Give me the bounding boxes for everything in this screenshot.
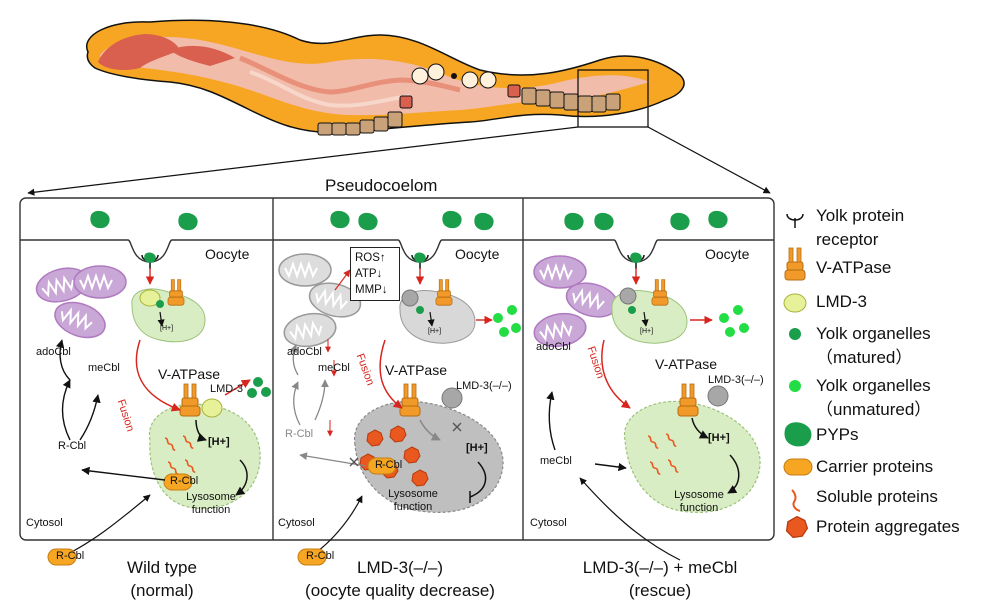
hplus-small-label-2: [H+] (428, 328, 442, 335)
hplus-label-1: [H+] (208, 436, 230, 448)
yolk-receptor-icon (786, 213, 804, 229)
carrier-r-1: R (170, 475, 178, 487)
soluble-protein-icon (791, 489, 801, 512)
lysosome-label-1: Lysosome function (186, 491, 236, 516)
oocyte-label-3: Oocyte (705, 246, 750, 262)
cytosol-label-1: Cytosol (26, 517, 63, 529)
panel-subtitle-3: (rescue) (628, 581, 692, 600)
adocbl-label-3: adoCbl (536, 341, 571, 353)
lmd3-label-2: LMD-3(–/–) (456, 380, 512, 392)
panel-subtitle-1: (normal) (130, 581, 194, 600)
v-atpase-icon (784, 247, 806, 281)
legend-label-soluble: Soluble proteins (816, 487, 938, 506)
panel-wild-type (31, 252, 271, 566)
legend-icons (783, 213, 813, 539)
stress-mmp: MMP↓ (355, 284, 388, 296)
cytosol-label-2: Cytosol (278, 517, 315, 529)
panel-subtitle-2: (oocyte quality decrease) (305, 581, 495, 600)
adocbl-label-1: adoCbl (36, 346, 71, 358)
legend-label-yolk-unmatured: Yolk organelles（unmatured） (816, 376, 932, 419)
carrier-protein-icon (783, 458, 813, 476)
legend-label-yolk-matured: Yolk organelles（matured） (816, 324, 931, 367)
rcbl-label-1: R-Cbl (58, 440, 87, 452)
vatpase-label-3: V-ATPase (655, 356, 717, 372)
carrier-r-out-1: R (56, 550, 64, 562)
carrier-cbl-out-2: -Cbl (314, 550, 335, 562)
block-marks (349, 422, 462, 467)
legend-label-vatpase: V-ATPase (816, 258, 892, 277)
hplus-small-label-1: [H+] (160, 325, 174, 332)
adocbl-label-2: adoCbl (287, 346, 322, 358)
vatpase-label-1: V-ATPase (158, 366, 220, 382)
lysosome-label-3: Lysosome function (674, 489, 724, 514)
yolk-unmatured-icon (789, 380, 801, 392)
mecbl-label-2: meCbl (318, 362, 350, 374)
hplus-small-label-3: [H+] (640, 328, 654, 335)
worm-illustration (85, 19, 685, 136)
worm-oocytes (317, 63, 621, 136)
stress-atp: ATP↓ (355, 268, 383, 280)
cytosol-label-3: Cytosol (530, 517, 567, 529)
carrier-r-out-2: R (306, 550, 314, 562)
hplus-label-3: [H+] (708, 432, 730, 444)
lmd3-label-3: LMD-3(–/–) (708, 374, 764, 386)
pseudocoelom-label: Pseudocoelom (325, 176, 438, 195)
carrier-cbl-out-1: -Cbl (64, 550, 85, 562)
legend-label-pyp: PYPs (816, 425, 859, 444)
mecbl-label-3: meCbl (540, 455, 572, 467)
pyp-icon (784, 422, 812, 447)
zoom-line-left (27, 126, 579, 196)
carrier-r-2: R (375, 459, 383, 471)
lmd3-label-1: LMD-3 (210, 383, 244, 395)
protein-aggregate-icon (785, 515, 809, 539)
legend-label-lmd3: LMD-3 (816, 292, 868, 311)
legend-label-carrier: Carrier proteins (816, 457, 934, 476)
mecbl-label-1: meCbl (88, 362, 120, 374)
zoom-box (577, 69, 649, 128)
lysosome-label-2: Lysosome function (388, 488, 438, 513)
vatpase-label-2: V-ATPase (385, 362, 447, 378)
panel-rescue (530, 252, 761, 561)
rcbl-label-2: R-Cbl (285, 428, 314, 440)
carrier-cbl-2: -Cbl (382, 459, 403, 471)
yolk-matured-icon (789, 328, 801, 340)
oocyte-label-2: Oocyte (455, 246, 500, 262)
oocyte-label-1: Oocyte (205, 246, 250, 262)
stress-box: ROS↑ ATP↓ MMP↓ (350, 247, 400, 301)
panel-title-1: Wild type (127, 558, 197, 577)
zoom-line-right (647, 126, 771, 194)
panel-title-2: LMD-3(–/–) (357, 558, 443, 577)
lmd3-icon (783, 293, 807, 313)
legend-label-aggregate: Protein aggregates (816, 517, 960, 536)
hplus-label-2: [H+] (466, 442, 488, 454)
panel-title-3: LMD-3(–/–) + meCbl (582, 558, 738, 577)
panel-lmd3-mutant (278, 252, 521, 566)
carrier-cbl-1: -Cbl (178, 475, 199, 487)
stress-ros: ROS↑ (355, 252, 386, 264)
